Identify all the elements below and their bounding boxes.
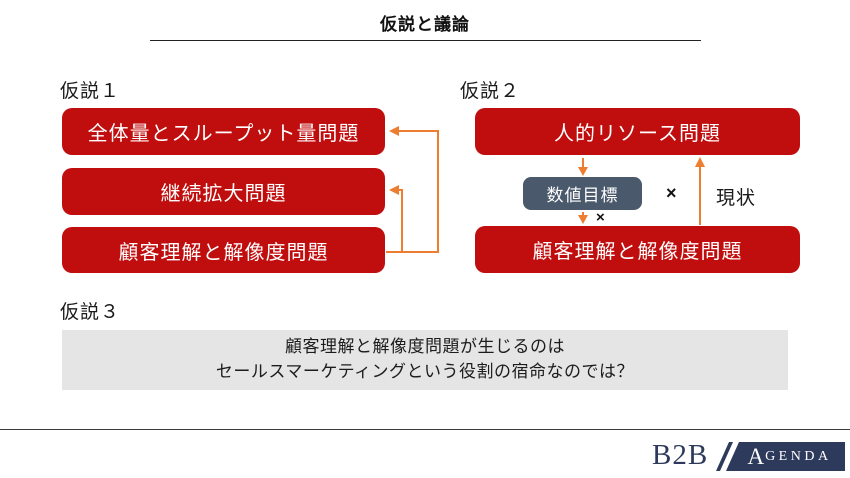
hypothesis2-label: 仮説２ xyxy=(460,81,521,102)
title-underline xyxy=(150,40,701,41)
multiply-sign-main: × xyxy=(666,183,677,203)
hypothesis1-box-throughput-label: 全体量とスループット量問題 xyxy=(87,123,360,145)
hypothesis1-box-customer-understanding: 顧客理解と解像度問題 xyxy=(62,227,385,273)
hypothesis2-box-customer-understanding-label: 顧客理解と解像度問題 xyxy=(532,241,743,263)
hypothesis3-label: 仮説３ xyxy=(60,302,121,323)
logo-agenda-initial: A xyxy=(747,443,765,469)
hypothesis3-statement-box: 顧客理解と解像度問題が生じるのは セールスマーケティングという役割の宿命なのでは… xyxy=(62,330,788,390)
multiply-sign-small: × xyxy=(596,209,605,226)
hypothesis2-box-customer-understanding: 顧客理解と解像度問題 xyxy=(475,226,800,273)
hypothesis1-box-expansion: 継続拡大問題 xyxy=(62,168,385,215)
hypothesis2-box-human-resources: 人的リソース問題 xyxy=(475,108,800,155)
arrowhead-left-middle-icon xyxy=(389,185,399,195)
arrowhead-down-icon xyxy=(578,167,588,176)
logo-b2b-text: B2B xyxy=(652,439,709,471)
logo-agenda-badge: A GENDA xyxy=(726,442,845,471)
current-status-label: 現状 xyxy=(716,188,757,209)
hypothesis3-statement-line2: セールスマーケティングという役割の宿命なのでは？ xyxy=(215,362,635,381)
hypothesis1-box-expansion-label: 継続拡大問題 xyxy=(160,183,287,205)
hypothesis2-box-numeric-target-label: 数値目標 xyxy=(546,186,619,205)
page-title: 仮説と議論 xyxy=(380,15,470,34)
hypothesis2-box-human-resources-label: 人的リソース問題 xyxy=(554,123,721,145)
feedback-arrow-to-middle-box xyxy=(399,189,403,251)
logo-agenda-rest: GENDA xyxy=(765,448,832,464)
hypothesis1-box-throughput: 全体量とスループット量問題 xyxy=(62,108,385,155)
small-arrowhead-down-icon xyxy=(578,215,588,224)
arrowhead-left-top-icon xyxy=(389,126,399,136)
hypothesis2-box-numeric-target: 数値目標 xyxy=(523,177,642,210)
footer-divider xyxy=(0,429,850,430)
hypothesis3-statement-line1: 顧客理解と解像度問題が生じるのは xyxy=(285,337,565,357)
feedback-arrow-to-top-box xyxy=(386,130,439,253)
arrowhead-up-icon xyxy=(695,157,705,167)
hypothesis1-label: 仮説１ xyxy=(60,81,121,102)
hypothesis1-box-customer-understanding-label: 顧客理解と解像度問題 xyxy=(118,241,329,264)
